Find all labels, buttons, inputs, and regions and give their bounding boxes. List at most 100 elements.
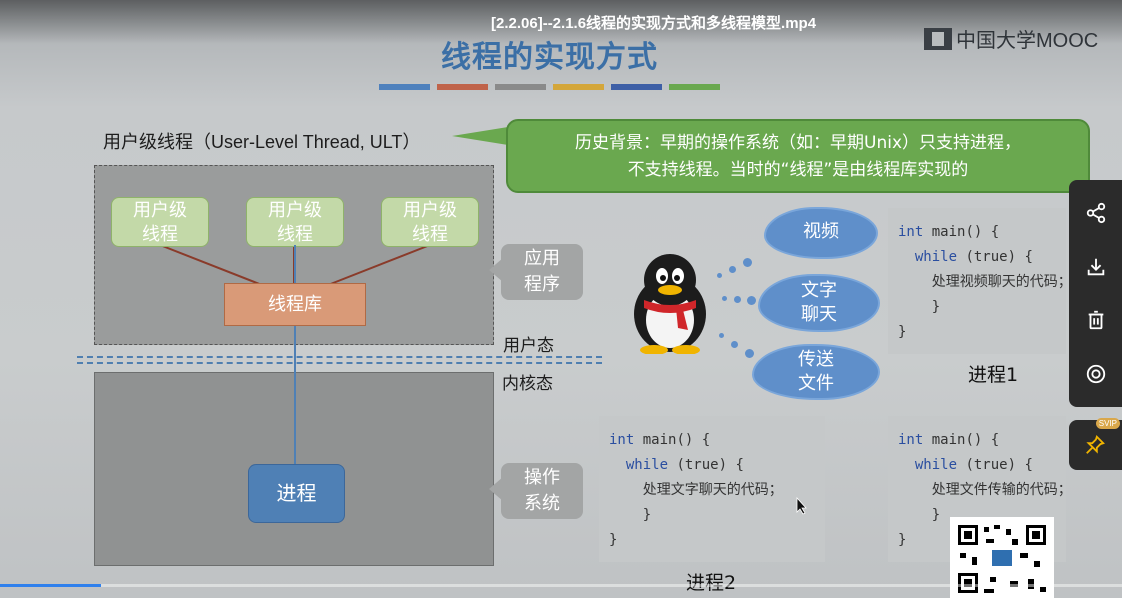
code-text: main() { [634,432,711,448]
pin-panel[interactable]: SVIP [1069,418,1122,470]
share-icon[interactable] [1085,202,1107,224]
color-bar [611,84,662,90]
thread-library-box: 线程库 [224,283,366,326]
mode-divider [77,356,602,364]
cloud-shape [752,344,880,400]
download-icon[interactable] [1085,256,1107,278]
process1-label: 进程1 [968,364,1019,386]
process2-label: 进程2 [686,572,737,594]
process-box: 进程 [248,464,345,523]
thread-label-line2: 线程 [412,224,448,245]
cloud-text-line2: 文件 [798,373,834,394]
title-color-bars [379,84,720,90]
kernel-mode-label: 内核态 [502,374,553,394]
code-line: while (true) { [609,453,815,478]
os-label-line1: 操作 [524,467,560,488]
thread-label-line2: 线程 [142,224,178,245]
code-line: 处理文件传输的代码； [898,482,1072,498]
cloud-text-chat: 文字 聊天 [758,274,880,332]
cloud-text-line1: 文字 [801,280,837,301]
code-line: 处理视频聊天的代码； [898,274,1072,290]
code-text: (true) { [957,249,1033,265]
thought-dot [734,296,741,303]
code-block-process1: int main() { while (true) { 处理视频聊天的代码； }… [888,208,1072,354]
trash-icon[interactable] [1085,309,1107,331]
user-thread-3: 用户级 线程 [381,197,479,247]
video-progress-bar[interactable] [0,584,1122,587]
code-line: int main() { [609,428,815,453]
thread-label-line2: 线程 [277,224,313,245]
process-connector-line [294,245,296,465]
pin-icon[interactable] [1084,434,1106,456]
os-label-line2: 系统 [524,493,560,514]
code-line: while (true) { [898,453,1056,478]
color-bar [669,84,720,90]
side-action-panel [1069,180,1122,407]
cloud-text-line1: 传送 [798,349,834,370]
thought-dot [747,296,756,305]
code-keyword: while [898,249,958,265]
code-line: } [898,299,941,315]
color-bar [379,84,430,90]
thought-dot [729,266,736,273]
color-bar [495,84,546,90]
user-thread-2: 用户级 线程 [246,197,344,247]
thought-dot [743,258,752,267]
svip-badge: SVIP [1095,418,1120,429]
code-text: main() { [923,432,1000,448]
ult-label: 用户级线程（User-Level Thread, ULT） [103,132,421,152]
code-line: } [609,507,652,523]
cloud-shape [758,274,880,332]
thought-dot [731,341,738,348]
app-label-tip [489,258,503,282]
thread-label-line1: 用户级 [133,200,187,221]
mouse-cursor-icon [796,497,807,515]
code-text: (true) { [957,457,1033,473]
code-line: int main() { [898,220,1056,245]
thought-dot [719,333,724,338]
code-line: while (true) { [898,245,1056,270]
code-line: int main() { [898,428,1056,453]
code-line: } [609,532,618,548]
code-keyword: int [898,224,924,240]
cloud-video: 视频 [764,207,878,259]
mooc-logo-icon [924,27,952,50]
code-text: main() { [923,224,1000,240]
color-bar [437,84,488,90]
mooc-logo: 中国大学MOOC [924,24,1098,53]
code-line: } [898,532,907,548]
thread-label-line1: 用户级 [403,200,457,221]
app-label-line1: 应用 [524,248,560,269]
os-label: 操作 系统 [501,463,583,519]
code-keyword: while [609,457,669,473]
cloud-file-transfer: 传送 文件 [752,344,880,400]
code-keyword: while [898,457,958,473]
qq-penguin-icon [634,254,706,354]
cloud-text-line2: 聊天 [801,304,837,325]
code-line: } [898,507,941,523]
thought-dot [745,349,754,358]
cloud-shape [764,207,878,259]
code-line: } [898,324,907,340]
record-icon[interactable] [1085,363,1107,385]
bubble-line-2: 不支持线程。当时的“线程”是由线程库实现的 [627,160,969,180]
code-keyword: int [609,432,635,448]
qr-code [950,517,1054,598]
user-mode-label: 用户态 [503,336,554,356]
app-label-line2: 程序 [524,274,560,295]
user-thread-1: 用户级 线程 [111,197,209,247]
bubble-line-1: 历史背景：早期的操作系统（如：早期Unix）只支持进程， [575,133,1021,153]
video-progress-fill [0,584,101,587]
cloud-text: 视频 [803,221,839,242]
code-block-process2: int main() { while (true) { 处理文字聊天的代码； }… [599,416,825,562]
bubble-tail [452,127,508,145]
history-bubble: 历史背景：早期的操作系统（如：早期Unix）只支持进程， 不支持线程。当时的“线… [506,119,1090,193]
code-text: (true) { [668,457,744,473]
mooc-logo-text: 中国大学MOOC [956,30,1099,52]
code-keyword: int [898,432,924,448]
slide-title: 线程的实现方式 [441,40,658,75]
app-label: 应用 程序 [501,244,583,300]
os-label-tip [489,477,503,501]
color-bar [553,84,604,90]
